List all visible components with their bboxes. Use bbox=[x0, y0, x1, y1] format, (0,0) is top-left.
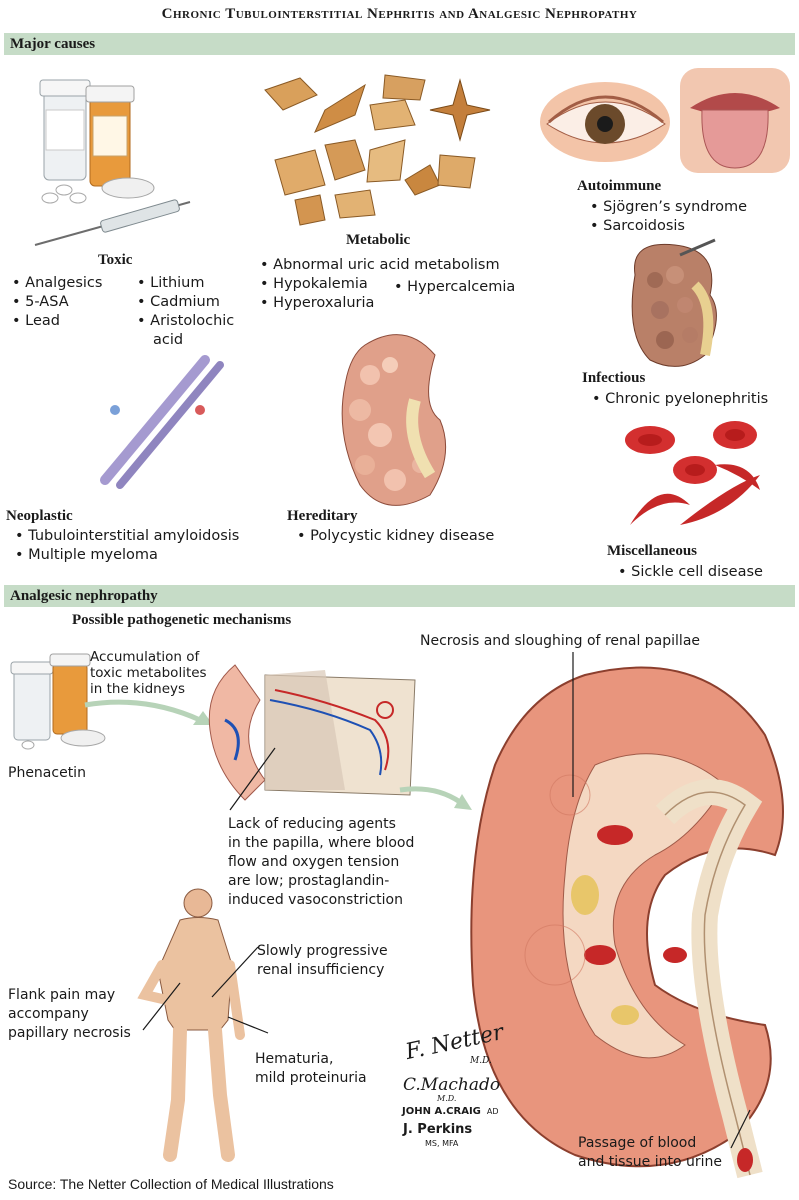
phenacetin-bottles-illustration bbox=[10, 653, 106, 750]
flank-pain-label: Flank pain may accompany papillary necro… bbox=[8, 987, 131, 1041]
list-item: Chronic pyelonephritis bbox=[592, 390, 768, 409]
metabolic-item-hypokalemia: Hypokalemia bbox=[260, 275, 368, 294]
polycystic-kidney-illustration bbox=[341, 334, 447, 506]
metabolic-item-hyperoxaluria: Hyperoxaluria bbox=[260, 294, 374, 313]
sickle-cells-illustration bbox=[625, 421, 760, 525]
autoimmune-heading: Autoimmune bbox=[577, 178, 662, 194]
phenacetin-label: Phenacetin bbox=[8, 765, 86, 781]
eye-illustration bbox=[540, 82, 670, 162]
hereditary-list: Polycystic kidney disease bbox=[297, 527, 494, 546]
pill-bottles-illustration bbox=[34, 79, 191, 246]
hereditary-heading: Hereditary bbox=[287, 508, 358, 524]
tongue-illustration bbox=[680, 68, 790, 173]
nephron-diagram-illustration bbox=[208, 664, 416, 801]
crystals-illustration bbox=[264, 74, 491, 226]
list-item: Analgesics bbox=[12, 274, 102, 293]
infectious-heading: Infectious bbox=[582, 370, 646, 386]
list-item: Sickle cell disease bbox=[618, 563, 763, 582]
list-item: Polycystic kidney disease bbox=[297, 527, 494, 546]
signature-machado-md: M.D. bbox=[437, 1094, 457, 1103]
necrosis-label: Necrosis and sloughing of renal papillae bbox=[420, 633, 701, 649]
metabolic-item-hypercalcemia: Hypercalcemia bbox=[394, 278, 515, 297]
signature-perkins: J. Perkins bbox=[403, 1122, 473, 1137]
list-item: Tubulointerstitial amyloidosis bbox=[15, 527, 239, 546]
hematuria-label: Hematuria, mild proteinuria bbox=[255, 1051, 367, 1086]
toxic-list-col2: Lithium Cadmium Aristolochic acid bbox=[137, 274, 234, 350]
pointer-line-lack bbox=[229, 747, 276, 811]
list-item: Multiple myeloma bbox=[15, 546, 239, 565]
kidney-cross-section-illustration bbox=[470, 666, 784, 1179]
list-item: 5-ASA bbox=[12, 293, 102, 312]
section-band-analgesic-nephropathy: Analgesic nephropathy bbox=[4, 585, 795, 607]
metabolic-heading: Metabolic bbox=[346, 232, 411, 248]
list-item: Lead bbox=[12, 312, 102, 331]
list-item: Lithium bbox=[137, 274, 234, 293]
list-item: Sjögren’s syndrome bbox=[590, 198, 747, 217]
miscellaneous-heading: Miscellaneous bbox=[607, 543, 697, 559]
list-item: Cadmium bbox=[137, 293, 234, 312]
green-arrow-1 bbox=[84, 699, 213, 725]
mechanisms-heading: Possible pathogenetic mechanisms bbox=[72, 612, 292, 628]
autoimmune-list: Sjögren’s syndrome Sarcoidosis bbox=[590, 198, 747, 236]
infectious-list: Chronic pyelonephritis bbox=[592, 390, 768, 409]
list-item: Sarcoidosis bbox=[590, 217, 747, 236]
green-arrow-2 bbox=[399, 786, 472, 810]
accumulation-label: Accumulation of toxic metabolites in the… bbox=[90, 649, 207, 697]
toxic-heading: Toxic bbox=[98, 252, 133, 268]
pointer-line-passage bbox=[730, 1109, 751, 1149]
neoplastic-list: Tubulointerstitial amyloidosis Multiple … bbox=[15, 527, 239, 565]
pointer-lines-patient bbox=[142, 946, 269, 1034]
patient-figure-illustration bbox=[137, 888, 245, 1162]
list-item-continuation: acid bbox=[153, 332, 184, 348]
page-title: Chronic Tubulointerstitial Nephritis and… bbox=[161, 6, 638, 22]
signature-perkins-degree: MS, MFA bbox=[425, 1139, 459, 1148]
slowly-progressive-label: Slowly progressive renal insufficiency bbox=[257, 943, 388, 978]
neoplastic-heading: Neoplastic bbox=[6, 508, 73, 524]
source-citation: Source: The Netter Collection of Medical… bbox=[8, 1176, 334, 1192]
list-item: Aristolochic bbox=[137, 312, 234, 331]
signature-machado: C.Machado bbox=[403, 1075, 501, 1095]
toxic-list-col1: Analgesics 5-ASA Lead bbox=[12, 274, 102, 331]
section-band-major-causes: Major causes bbox=[4, 33, 795, 55]
passage-label: Passage of blood and tissue into urine bbox=[578, 1135, 722, 1170]
signature-netter-md: M.D. bbox=[470, 1056, 492, 1066]
metabolic-item-uric: Abnormal uric acid metabolism bbox=[260, 256, 500, 275]
miscellaneous-list: Sickle cell disease bbox=[618, 563, 763, 582]
pointer-line-necrosis bbox=[572, 652, 574, 797]
scarred-kidney-illustration bbox=[631, 238, 717, 367]
amyloid-fibril-illustration bbox=[100, 355, 224, 489]
lack-of-reducing-agents-label: Lack of reducing agents in the papilla, … bbox=[228, 816, 415, 908]
